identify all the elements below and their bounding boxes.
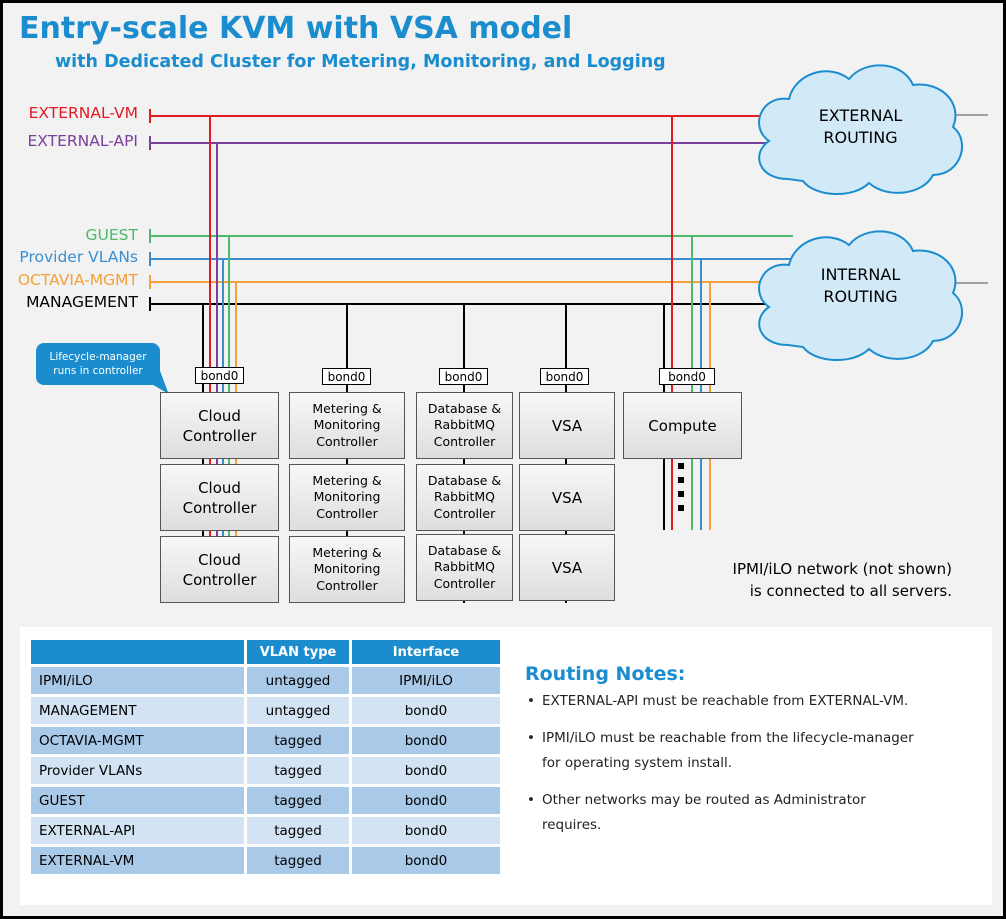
page-title: Entry-scale KVM with VSA model — [19, 11, 573, 46]
network-lines — [149, 109, 793, 311]
vsa-server-2: VSA — [519, 464, 615, 531]
network-label-external-api: EXTERNAL-API — [27, 132, 138, 150]
routing-note: IPMI/iLO must be reachable from the life… — [525, 726, 945, 776]
header-network — [31, 640, 244, 664]
table-row: IPMI/iLO untagged IPMI/iLO — [31, 667, 500, 694]
network-diagram — [149, 64, 988, 603]
ipmi-note: IPMI/iLO network (not shown) is connecte… — [732, 560, 952, 600]
lower-panel: VLAN type Interface IPMI/iLO untagged IP… — [20, 627, 992, 905]
table-cell: untagged — [247, 697, 349, 724]
network-label-external-vm: EXTERNAL-VM — [28, 104, 138, 122]
routing-note: EXTERNAL-API must be reachable from EXTE… — [525, 689, 945, 714]
bond0-metering: bond0 — [322, 368, 371, 385]
external-routing-label: EXTERNAL ROUTING — [818, 106, 903, 147]
table-cell: bond0 — [352, 757, 500, 784]
table-row: EXTERNAL-API tagged bond0 — [31, 817, 500, 844]
vsa-server-3: VSA — [519, 534, 615, 601]
network-label-provider-vlans: Provider VLANs — [19, 248, 138, 266]
table-cell: untagged — [247, 667, 349, 694]
table-cell: EXTERNAL-VM — [31, 847, 244, 874]
table-cell: OCTAVIA-MGMT — [31, 727, 244, 754]
lifecycle-manager-callout: Lifecycle-manager runs in controller — [36, 343, 160, 385]
bond0-vsa: bond0 — [540, 368, 589, 385]
vlan-table: VLAN type Interface IPMI/iLO untagged IP… — [28, 637, 503, 877]
table-row: GUEST tagged bond0 — [31, 787, 500, 814]
network-label-guest: GUEST — [85, 226, 138, 244]
database-controller-1: Database & RabbitMQ Controller — [416, 392, 513, 459]
cloud-controller-1: Cloud Controller — [160, 392, 279, 459]
table-cell: GUEST — [31, 787, 244, 814]
bond0-controller: bond0 — [195, 367, 244, 384]
routing-notes-title: Routing Notes: — [525, 663, 686, 685]
page-subtitle: with Dedicated Cluster for Metering, Mon… — [55, 52, 666, 72]
database-controller-2: Database & RabbitMQ Controller — [416, 464, 513, 531]
header-interface: Interface — [352, 640, 500, 664]
bond0-database: bond0 — [439, 368, 488, 385]
table-cell: Provider VLANs — [31, 757, 244, 784]
table-cell: IPMI/iLO — [352, 667, 500, 694]
compute-server: Compute — [623, 392, 742, 459]
compute-drops — [663, 116, 711, 530]
header-vlan-type: VLAN type — [247, 640, 349, 664]
table-cell: bond0 — [352, 787, 500, 814]
internal-routing-cloud — [758, 230, 963, 362]
vsa-server-1: VSA — [519, 392, 615, 459]
network-label-management: MANAGEMENT — [26, 293, 138, 311]
metering-controller-1: Metering & Monitoring Controller — [289, 392, 405, 459]
internal-routing-label: INTERNAL ROUTING — [820, 265, 901, 306]
table-cell: bond0 — [352, 697, 500, 724]
network-label-octavia-mgmt: OCTAVIA-MGMT — [17, 271, 138, 289]
table-cell: tagged — [247, 727, 349, 754]
routing-note: Other networks may be routed as Administ… — [525, 788, 945, 838]
metering-controller-2: Metering & Monitoring Controller — [289, 464, 405, 531]
table-cell: tagged — [247, 847, 349, 874]
cloud-controller-2: Cloud Controller — [160, 464, 279, 531]
table-cell: bond0 — [352, 847, 500, 874]
routing-notes-list: EXTERNAL-API must be reachable from EXTE… — [525, 689, 945, 850]
table-row: EXTERNAL-VM tagged bond0 — [31, 847, 500, 874]
database-controller-3: Database & RabbitMQ Controller — [416, 534, 513, 601]
table-cell: IPMI/iLO — [31, 667, 244, 694]
vlan-table-header: VLAN type Interface — [31, 640, 500, 664]
external-routing-cloud — [758, 64, 963, 196]
table-cell: EXTERNAL-API — [31, 817, 244, 844]
bond0-compute: bond0 — [659, 368, 715, 385]
table-cell: tagged — [247, 757, 349, 784]
metering-controller-3: Metering & Monitoring Controller — [289, 536, 405, 603]
table-cell: tagged — [247, 817, 349, 844]
table-row: Provider VLANs tagged bond0 — [31, 757, 500, 784]
cloud-controller-3: Cloud Controller — [160, 536, 279, 603]
table-cell: MANAGEMENT — [31, 697, 244, 724]
table-cell: bond0 — [352, 817, 500, 844]
table-cell: bond0 — [352, 727, 500, 754]
table-cell: tagged — [247, 787, 349, 814]
table-row: OCTAVIA-MGMT tagged bond0 — [31, 727, 500, 754]
table-row: MANAGEMENT untagged bond0 — [31, 697, 500, 724]
